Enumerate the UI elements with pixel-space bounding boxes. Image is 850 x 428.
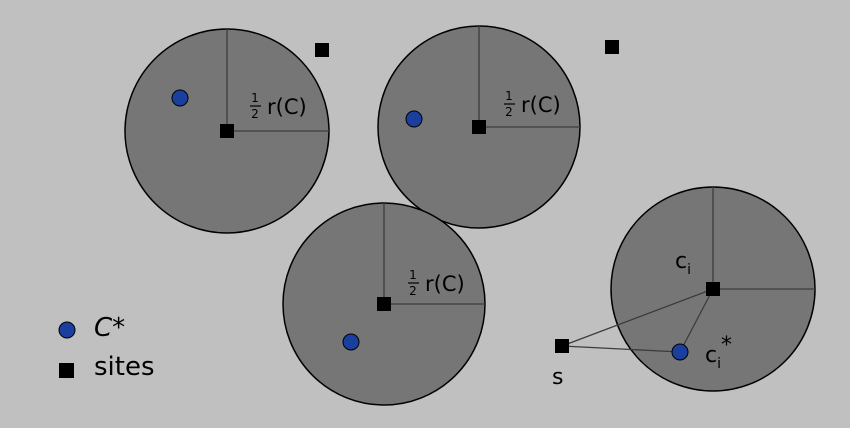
site-marker-isolated-1	[315, 43, 329, 57]
center-ci-star-label: ci*	[705, 333, 732, 372]
site-marker-isolated-2	[605, 40, 619, 54]
outside-site-to-center-line	[561, 345, 681, 353]
disk-3-radius-text: r(C)	[425, 272, 465, 296]
disk-2: 1 2 r(C)	[377, 25, 581, 229]
disk-1-radius-text: r(C)	[267, 95, 307, 119]
disk-1: 1 2 r(C)	[124, 28, 330, 234]
disk-3: 1 2 r(C)	[282, 202, 486, 406]
disk-3-site-marker	[377, 297, 391, 311]
disk-4-site-marker	[706, 282, 720, 296]
disk-4-highlight: ci ci*	[561, 186, 816, 392]
disk-1-center-marker	[171, 89, 189, 107]
disk-2-radius-label: 1 2 r(C)	[504, 89, 561, 119]
legend-center-label: C*	[94, 313, 125, 343]
outside-site-label: s	[552, 365, 563, 390]
site-to-center-line	[679, 288, 714, 353]
disk-1-radius-label: 1 2 r(C)	[250, 91, 307, 121]
outside-site-to-site-line	[561, 288, 714, 347]
disk-3-half-denominator: 2	[409, 284, 417, 298]
disk-4-center-marker	[671, 343, 689, 361]
disk-3-center-marker	[342, 333, 360, 351]
disk-3-half-numerator: 1	[409, 268, 417, 282]
disk-1-half-numerator: 1	[251, 91, 259, 105]
disk-1-site-marker	[220, 124, 234, 138]
legend: C* sites	[58, 313, 155, 382]
disk-2-center-marker	[405, 110, 423, 128]
disk-2-site-marker	[472, 120, 486, 134]
disk-1-half-denominator: 2	[251, 107, 259, 121]
site-ci-label: ci	[675, 249, 691, 278]
outside-site-marker	[555, 339, 569, 353]
disk-3-radius-label: 1 2 r(C)	[408, 268, 465, 298]
disk-2-half-numerator: 1	[505, 89, 513, 103]
disk-2-half-denominator: 2	[505, 105, 513, 119]
legend-center-icon	[58, 321, 76, 339]
legend-site-label: sites	[94, 352, 155, 382]
disk-2-radius-text: r(C)	[521, 93, 561, 117]
legend-site-icon	[59, 363, 74, 378]
